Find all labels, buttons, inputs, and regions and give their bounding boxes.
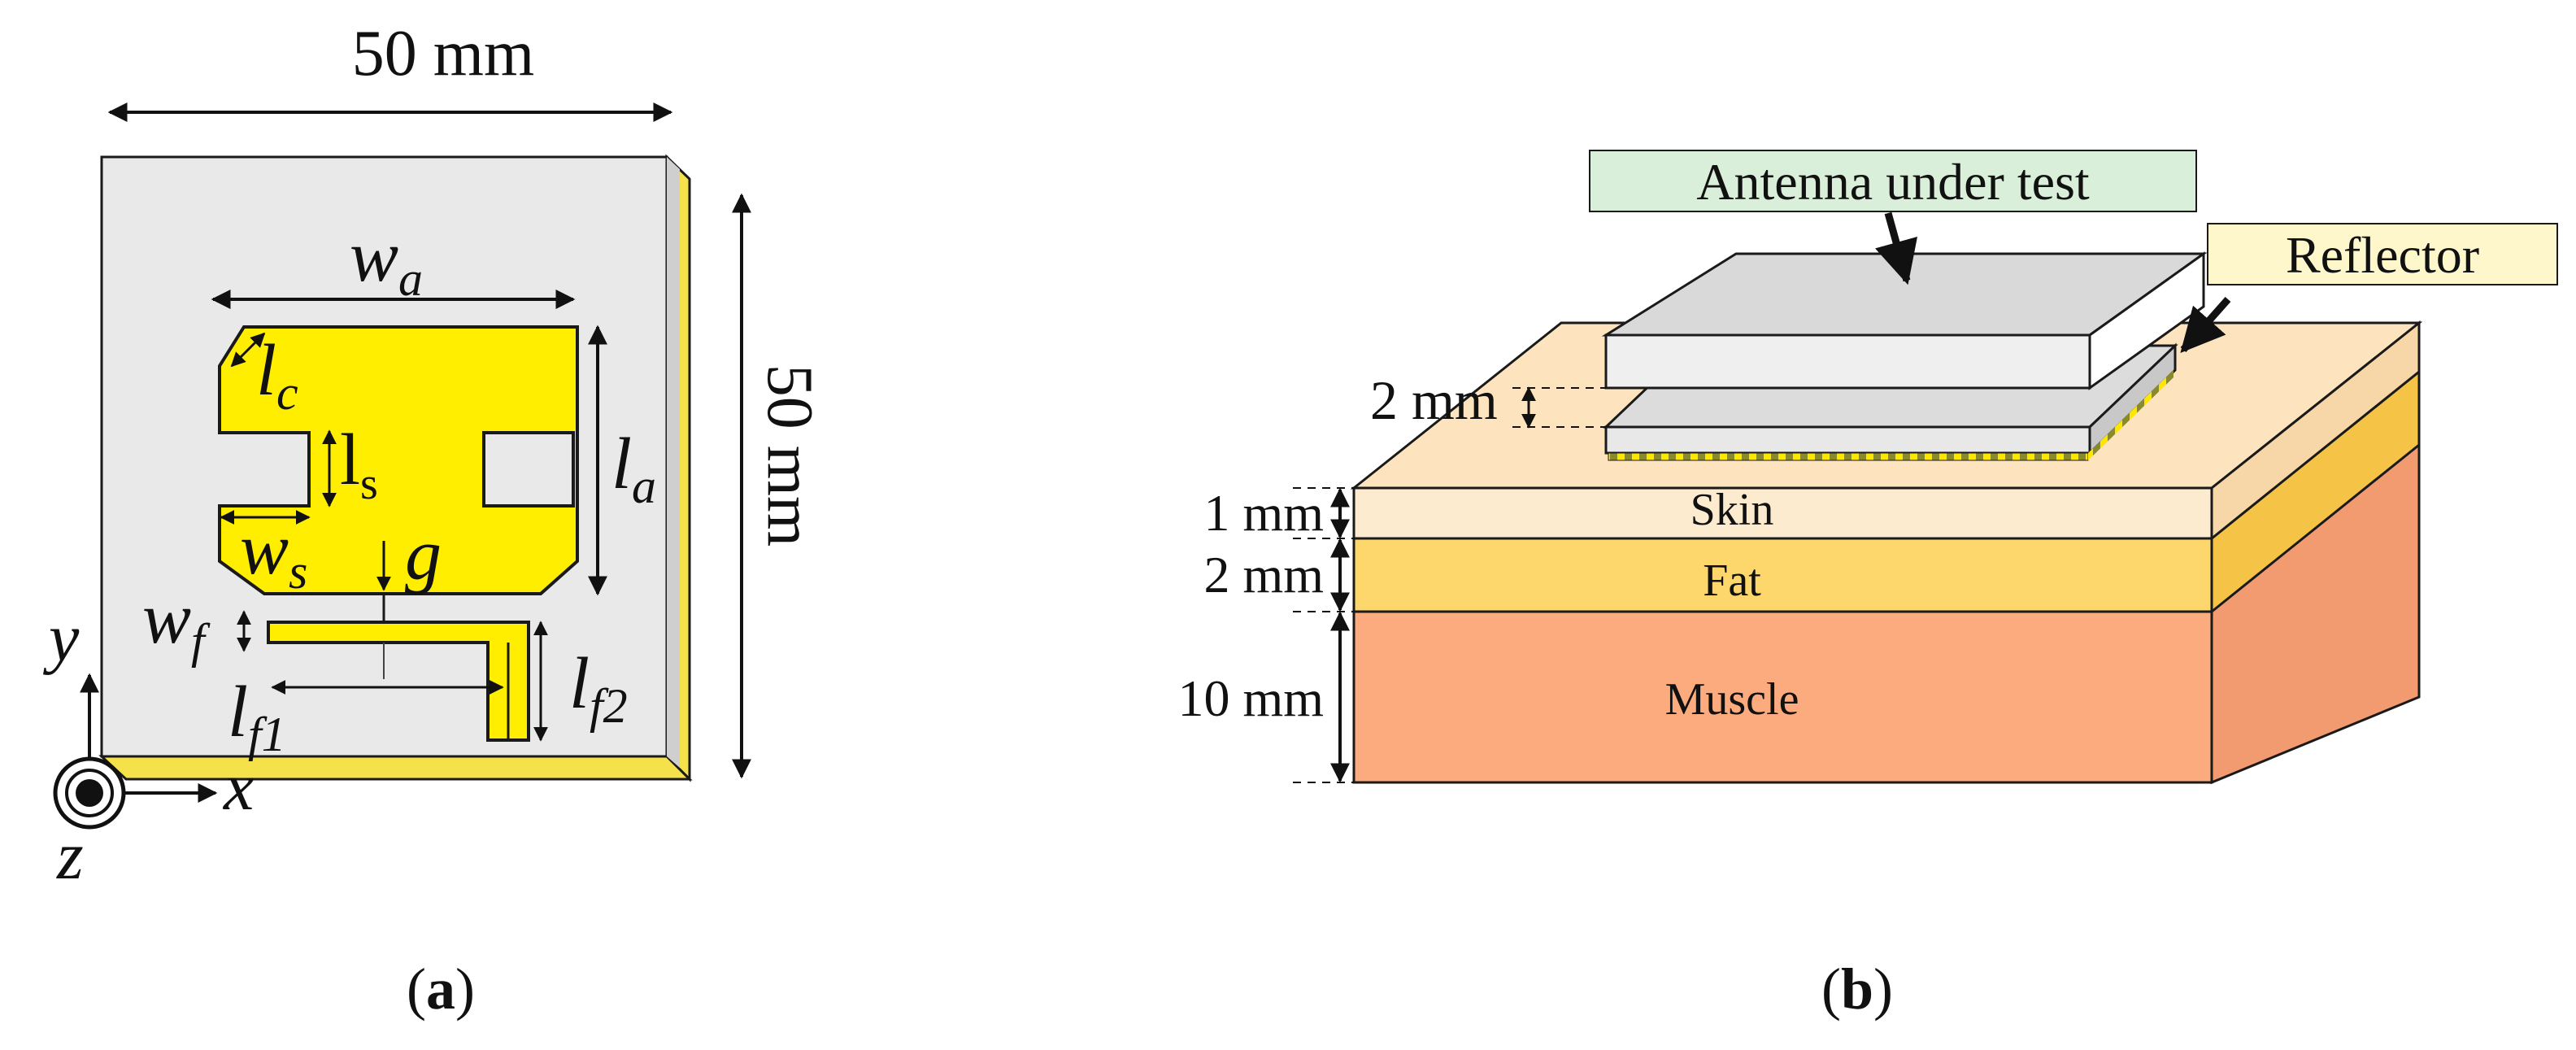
panel-b: 2 mm 1 mm 2 mm 10 mm Skin Fat Muscle Ant…	[1177, 150, 2558, 785]
z-axis-dot	[76, 779, 103, 807]
caption-b: (b)	[1821, 956, 1894, 1022]
lc-label: lc	[256, 330, 298, 420]
height-dimension-label: 50 mm	[754, 364, 825, 547]
reflector-plate-front	[1604, 425, 2091, 455]
width-dimension-label: 50 mm	[352, 18, 534, 89]
antenna-label: Antenna under test	[1696, 153, 2090, 211]
substrate-bottom	[98, 755, 693, 781]
fat-layer-label: Fat	[1703, 555, 1761, 606]
skin-layer	[1352, 486, 2213, 540]
substrate-edge-shade	[667, 157, 680, 768]
y-axis-label: y	[42, 600, 80, 676]
gap-label: 2 mm	[1370, 369, 1498, 431]
reflector-backing	[1608, 452, 2089, 461]
lf2-label: lf2	[569, 643, 628, 733]
reflector-pointer-arrow	[2180, 297, 2231, 354]
antenna-pointer-arrow	[1875, 211, 1918, 285]
fat-thickness-label: 2 mm	[1203, 546, 1324, 603]
lf1-label: lf1	[228, 672, 286, 761]
muscle-thickness-label: 10 mm	[1177, 669, 1324, 727]
feed-line	[267, 621, 530, 742]
coordinate-axes: y x z	[42, 600, 254, 894]
muscle-layer	[1352, 610, 2213, 784]
z-axis-label: z	[56, 818, 84, 894]
antenna-plate-front	[1604, 333, 2091, 390]
radiating-patch	[218, 325, 579, 595]
panel-a: 50 mm wa lc ls la ws g wf	[42, 18, 825, 894]
muscle-layer-label: Muscle	[1665, 674, 1799, 725]
ls-label: ls	[340, 420, 378, 509]
g-label: g	[405, 515, 442, 595]
reflector-backing-side	[2088, 370, 2174, 460]
skin-thickness-label: 1 mm	[1203, 484, 1324, 542]
caption-a: (a)	[407, 956, 475, 1022]
reflector-plate-side	[2088, 342, 2177, 456]
skin-layer-label: Skin	[1690, 485, 1774, 535]
antenna-label-box	[1589, 150, 2197, 212]
x-axis-label: x	[222, 749, 254, 825]
reflector-label-box	[2207, 223, 2558, 285]
lc-dimension-arrow	[230, 332, 266, 368]
la-label: la	[611, 424, 656, 513]
ws-label: ws	[240, 509, 307, 599]
wa-label: wa	[350, 216, 423, 306]
fat-layer	[1352, 537, 2213, 613]
reflector-label: Reflector	[2286, 226, 2479, 284]
